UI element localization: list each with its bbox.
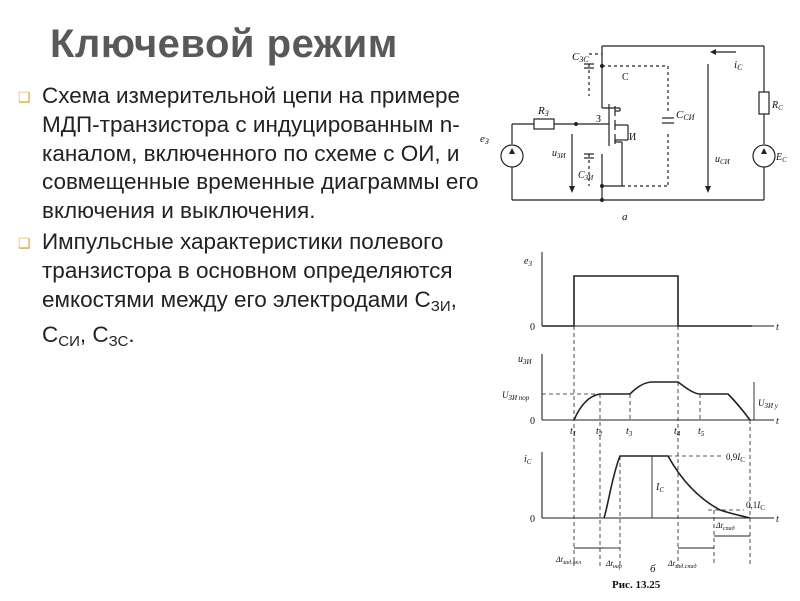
arrow-icon xyxy=(710,49,716,55)
t-label: t xyxy=(776,514,779,525)
timing-guides xyxy=(542,326,751,566)
figure: CЗС С RЗ З CСИ И eЗ uЗИ CЗИ uСИ iС RС EС… xyxy=(472,36,794,596)
figure-svg: CЗС С RЗ З CСИ И eЗ uЗИ CЗИ uСИ iС RС EС… xyxy=(480,45,787,591)
label-09-ic: 0,9IС xyxy=(726,452,745,464)
label-01-ic: 0,1IС xyxy=(746,500,765,512)
circuit-diagram xyxy=(500,45,776,201)
node-dot xyxy=(600,198,604,202)
t-label: t xyxy=(776,322,779,333)
label-dt-zad-vkl: Δtзад.вкл xyxy=(555,555,581,566)
zero-label: 0 xyxy=(530,416,535,427)
label-rc: RС xyxy=(771,100,783,112)
bullet-list: ❑ Схема измерительной цепи на примере МД… xyxy=(18,82,480,357)
label-csi: CСИ xyxy=(676,109,696,122)
tick-t5: t5 xyxy=(698,426,705,438)
node-dot xyxy=(600,184,604,188)
tick-t3: t3 xyxy=(626,426,633,438)
axis-ez: eЗ xyxy=(524,256,532,268)
subscript: ЗИ xyxy=(430,297,451,315)
label-u-por: UЗИ пор xyxy=(502,390,530,402)
t-label: t xyxy=(776,416,779,427)
label-usi: uСИ xyxy=(715,154,731,166)
caption-a: а xyxy=(622,211,628,223)
arrow-icon xyxy=(705,186,711,193)
arrow-icon xyxy=(569,186,575,193)
label-ic: iС xyxy=(734,59,743,72)
bullet-text: Импульсные характеристики полевого транз… xyxy=(42,228,453,312)
node-dot xyxy=(600,64,604,68)
arrow-icon xyxy=(509,148,515,154)
label-i: И xyxy=(629,132,636,143)
bullet-text: , С xyxy=(79,322,109,348)
label-c: С xyxy=(622,72,629,83)
label-dt-zad-sp: Δtзад.спад xyxy=(667,559,697,570)
figure-number: Рис. 13.25 xyxy=(612,579,661,591)
label-ic-mid: IС xyxy=(655,482,664,494)
label-uzi: uЗИ xyxy=(552,148,566,160)
axis-ic: iС xyxy=(524,454,532,466)
timing-curves xyxy=(542,275,752,519)
label-rz: RЗ xyxy=(537,105,549,118)
label-dt-nar: Δtнар xyxy=(605,559,622,570)
label-czi: CЗИ xyxy=(578,170,594,182)
tick-t2: t2 xyxy=(596,426,603,438)
caption-b: б xyxy=(650,563,656,575)
label-ec: EС xyxy=(775,152,787,164)
zero-label: 0 xyxy=(530,322,535,333)
label-z: З xyxy=(596,114,601,125)
slide-title: Ключевой режим xyxy=(50,22,398,66)
bullet-item: ❑ Схема измерительной цепи на примере МД… xyxy=(18,82,480,226)
label-dt-sp: Δtспад xyxy=(715,521,735,532)
tick-t4: t4 xyxy=(674,426,681,438)
label-ez: eЗ xyxy=(480,133,489,146)
bullet-text: Схема измерительной цепи на примере МДП-… xyxy=(42,83,479,224)
node-dot xyxy=(574,122,578,126)
bullet-text: , С xyxy=(42,286,457,348)
chevron-bullet-icon: ❑ xyxy=(18,234,31,251)
timing-axes xyxy=(541,252,774,519)
tick-t1: t1 xyxy=(570,426,576,438)
label-csz: CЗС xyxy=(572,51,589,64)
label-u-y: UЗИ у xyxy=(758,398,779,410)
bullet-item: ❑ Импульсные характеристики полевого тра… xyxy=(18,228,480,357)
axis-uzi: uЗИ xyxy=(518,354,532,366)
arrow-icon xyxy=(761,148,767,154)
subscript: ЗС xyxy=(108,333,129,351)
subscript: СИ xyxy=(58,333,80,351)
chevron-bullet-icon: ❑ xyxy=(18,89,31,105)
zero-label: 0 xyxy=(530,514,535,525)
bullet-text: . xyxy=(128,322,135,348)
dimension-lines xyxy=(574,382,755,549)
